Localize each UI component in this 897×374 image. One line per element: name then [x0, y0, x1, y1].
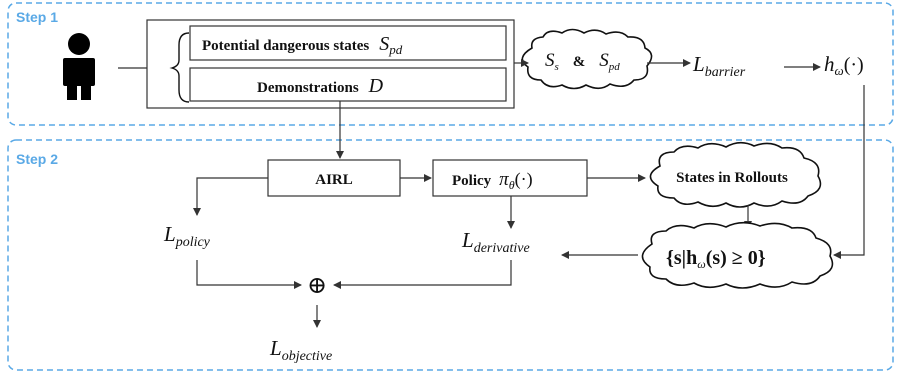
- svg-text:{s|hω(s) ≥ 0}: {s|hω(s) ≥ 0}: [666, 247, 766, 271]
- demonstrations-box: [189, 67, 507, 102]
- policy-box: [432, 159, 588, 197]
- constraint-rest: (s) ≥ 0}: [706, 247, 766, 269]
- loss-policy-sub: policy: [175, 235, 211, 250]
- pd-states-symbol: S: [599, 50, 609, 71]
- safe-states-symbol: S: [545, 50, 555, 71]
- potential-sub: pd: [388, 42, 403, 57]
- rollouts-label: States in Rollouts: [676, 170, 788, 186]
- safe-states-sub: s: [555, 61, 559, 73]
- svg-text:Demonstrations D: Demonstrations D: [257, 75, 384, 97]
- loss-derivative-symbol: L: [461, 228, 474, 252]
- potential-dangerous-states-label: Potential dangerous states: [202, 38, 369, 54]
- h-omega-arg: (·): [844, 54, 864, 76]
- step2-frame: [7, 139, 894, 371]
- h-omega-sub: ω: [835, 63, 844, 78]
- person-icon: [63, 33, 95, 100]
- svg-text:Policy πθ(·): Policy πθ(·): [452, 169, 533, 192]
- oplus-symbol: ⊕: [307, 273, 327, 299]
- step1-label: Step 1: [16, 9, 58, 25]
- policy-label: Policy: [452, 173, 492, 189]
- airl-box: [267, 159, 401, 197]
- constraint-text: {s|h: [666, 247, 697, 269]
- states-cloud: [521, 28, 653, 90]
- and-symbol: &: [573, 54, 586, 70]
- rollouts-cloud: [649, 141, 822, 208]
- svg-text:Lobjective: Lobjective: [269, 336, 332, 364]
- loss-policy-symbol: L: [163, 222, 176, 246]
- demonstrations-symbol: D: [368, 75, 384, 97]
- h-omega-symbol: h: [824, 52, 835, 76]
- svg-text:Lderivative: Lderivative: [461, 228, 530, 256]
- loss-derivative-sub: derivative: [474, 241, 530, 256]
- loss-objective-sub: objective: [282, 349, 333, 364]
- svg-text:Potential dangerous states: Potential dangerous states Spd: [202, 33, 403, 57]
- loss-barrier-symbol: L: [692, 52, 705, 76]
- loss-objective-symbol: L: [269, 336, 282, 360]
- policy-theta: θ: [509, 178, 515, 192]
- constraint-sub: ω: [697, 257, 705, 271]
- loss-barrier-sub: barrier: [705, 65, 746, 80]
- input-brace: [169, 32, 190, 103]
- svg-text:Ss & Spd: Ss & Spd: [545, 50, 620, 74]
- step1-frame: [7, 2, 894, 126]
- svg-text:hω(·): hω(·): [824, 52, 864, 78]
- pd-states-sub: pd: [608, 61, 621, 73]
- step2-label: Step 2: [16, 151, 58, 167]
- svg-text:Lpolicy: Lpolicy: [163, 222, 211, 250]
- svg-text:Lbarrier: Lbarrier: [692, 52, 746, 80]
- potential-dangerous-states-box: [189, 25, 507, 61]
- policy-pi: π: [499, 169, 509, 190]
- demonstrations-label: Demonstrations: [257, 80, 359, 96]
- potential-symbol: S: [379, 33, 389, 55]
- constraint-cloud: [641, 221, 834, 289]
- airl-label: AIRL: [315, 172, 353, 188]
- policy-arg: (·): [515, 169, 533, 190]
